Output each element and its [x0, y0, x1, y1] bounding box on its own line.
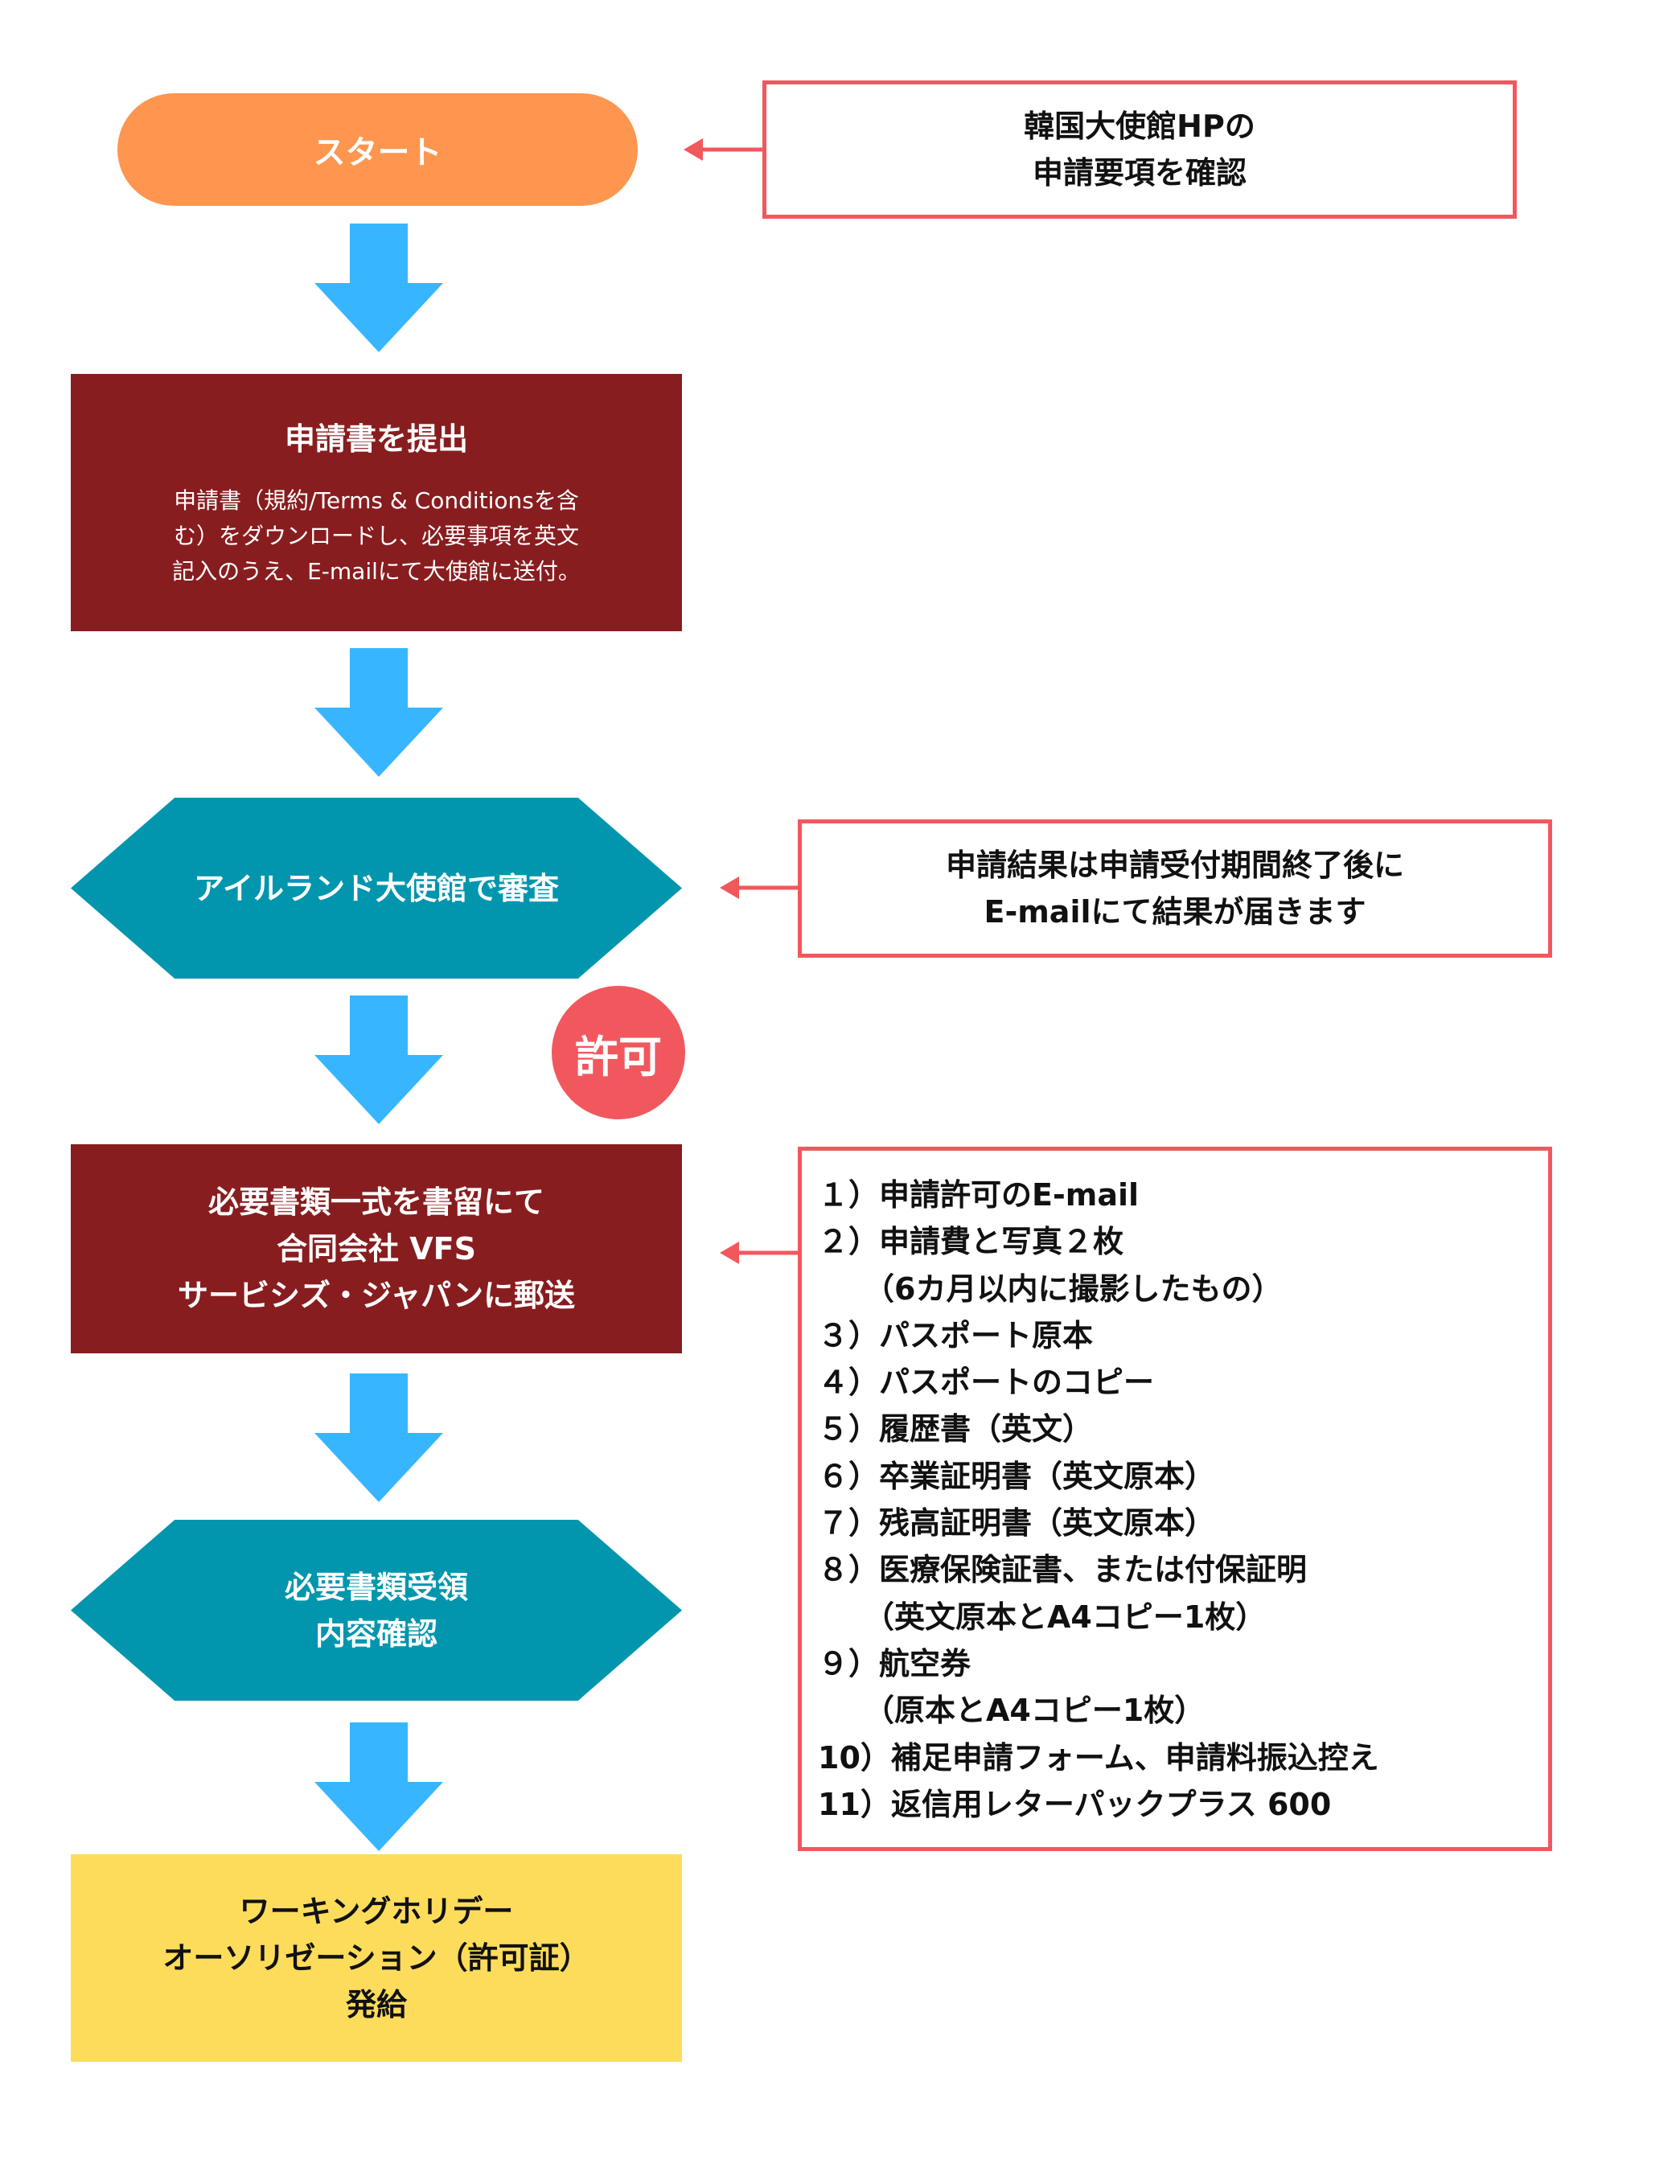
mail-line-1: 必要書類一式を書留にて: [207, 1184, 544, 1220]
review-node: アイルランド大使館で審査: [71, 798, 682, 979]
review-note-line-2: E-mailにて結果が届きます: [984, 894, 1366, 930]
down-arrow-icon: [314, 224, 443, 352]
final-line-2: オーソリゼーション（許可証）: [162, 1940, 590, 1976]
list-item: ３）パスポート原本: [818, 1317, 1094, 1353]
list-item: ９）航空券: [818, 1645, 971, 1681]
list-item: 10）補足申請フォーム、申請料振込控え: [818, 1739, 1379, 1776]
list-item: ７）残高証明書（英文原本）: [818, 1505, 1216, 1542]
connector-review-note: [720, 876, 798, 899]
list-item: 11）返信用レターパックプラス 600: [818, 1786, 1332, 1822]
start-label: スタート: [313, 134, 442, 171]
final-line-1: ワーキングホリデー: [239, 1894, 514, 1929]
submit-description: 申請書（規約/Terms & Conditionsを含 む）をダウンロードし、必…: [172, 487, 581, 585]
mail-documents-box: 必要書類一式を書留にて 合同会社 VFS サービシズ・ジャパンに郵送: [71, 1144, 682, 1353]
down-arrow-icon: [314, 1722, 443, 1851]
start-note-line-2: 申請要項を確認: [1032, 155, 1247, 191]
down-arrow-icon: [314, 648, 443, 777]
review-note-box: 申請結果は申請受付期間終了後に E-mailにて結果が届きます: [798, 819, 1552, 958]
list-item: ８）医療保険証書、または付保証明: [818, 1552, 1308, 1588]
receive-line-1: 必要書類受領: [284, 1569, 468, 1605]
mail-line-3: サービシズ・ジャパンに郵送: [177, 1278, 575, 1313]
list-item: ４）パスポートのコピー: [818, 1365, 1155, 1401]
start-note-box: 韓国大使館HPの 申請要項を確認: [762, 80, 1517, 219]
receive-node: 必要書類受領 内容確認: [71, 1520, 682, 1701]
down-arrow-icon: [314, 1373, 443, 1502]
list-item: ６）卒業証明書（英文原本）: [818, 1458, 1216, 1494]
list-item: ２）申請費と写真２枚: [818, 1224, 1124, 1260]
final-line-3: 発給: [345, 1987, 407, 2022]
start-node: スタート: [117, 93, 638, 206]
list-item: １）申請許可のE-mail: [818, 1177, 1140, 1213]
requirements-list: １）申請許可のE-mail ２）申請費と写真２枚 （6カ月以内に撮影したもの） …: [798, 1147, 1552, 1851]
final-issuance-box: ワーキングホリデー オーソリゼーション（許可証） 発給: [71, 1854, 682, 2062]
down-arrow-icon: [314, 996, 443, 1124]
permit-badge: 許可: [552, 986, 685, 1119]
list-item: （6カ月以内に撮影したもの）: [818, 1271, 1283, 1307]
list-item: （英文原本とA4コピー1枚）: [818, 1599, 1267, 1635]
permit-label: 許可: [575, 1031, 662, 1082]
list-item: （原本とA4コピー1枚）: [818, 1693, 1206, 1729]
list-item: ５）履歴書（英文）: [818, 1411, 1094, 1447]
receive-line-2: 内容確認: [314, 1615, 437, 1652]
submit-application-box: 申請書を提出 申請書（規約/Terms & Conditionsを含 む）をダウ…: [71, 374, 682, 631]
mail-line-2: 合同会社 VFS: [277, 1231, 476, 1266]
submit-title: 申請書を提出: [284, 421, 468, 457]
review-label: アイルランド大使館で審査: [193, 870, 560, 906]
start-note-line-1: 韓国大使館HPの: [1024, 109, 1255, 144]
review-note-line-1: 申請結果は申請受付期間終了後に: [945, 848, 1404, 883]
connector-requirements: [720, 1242, 798, 1264]
connector-start-note: [684, 138, 762, 161]
